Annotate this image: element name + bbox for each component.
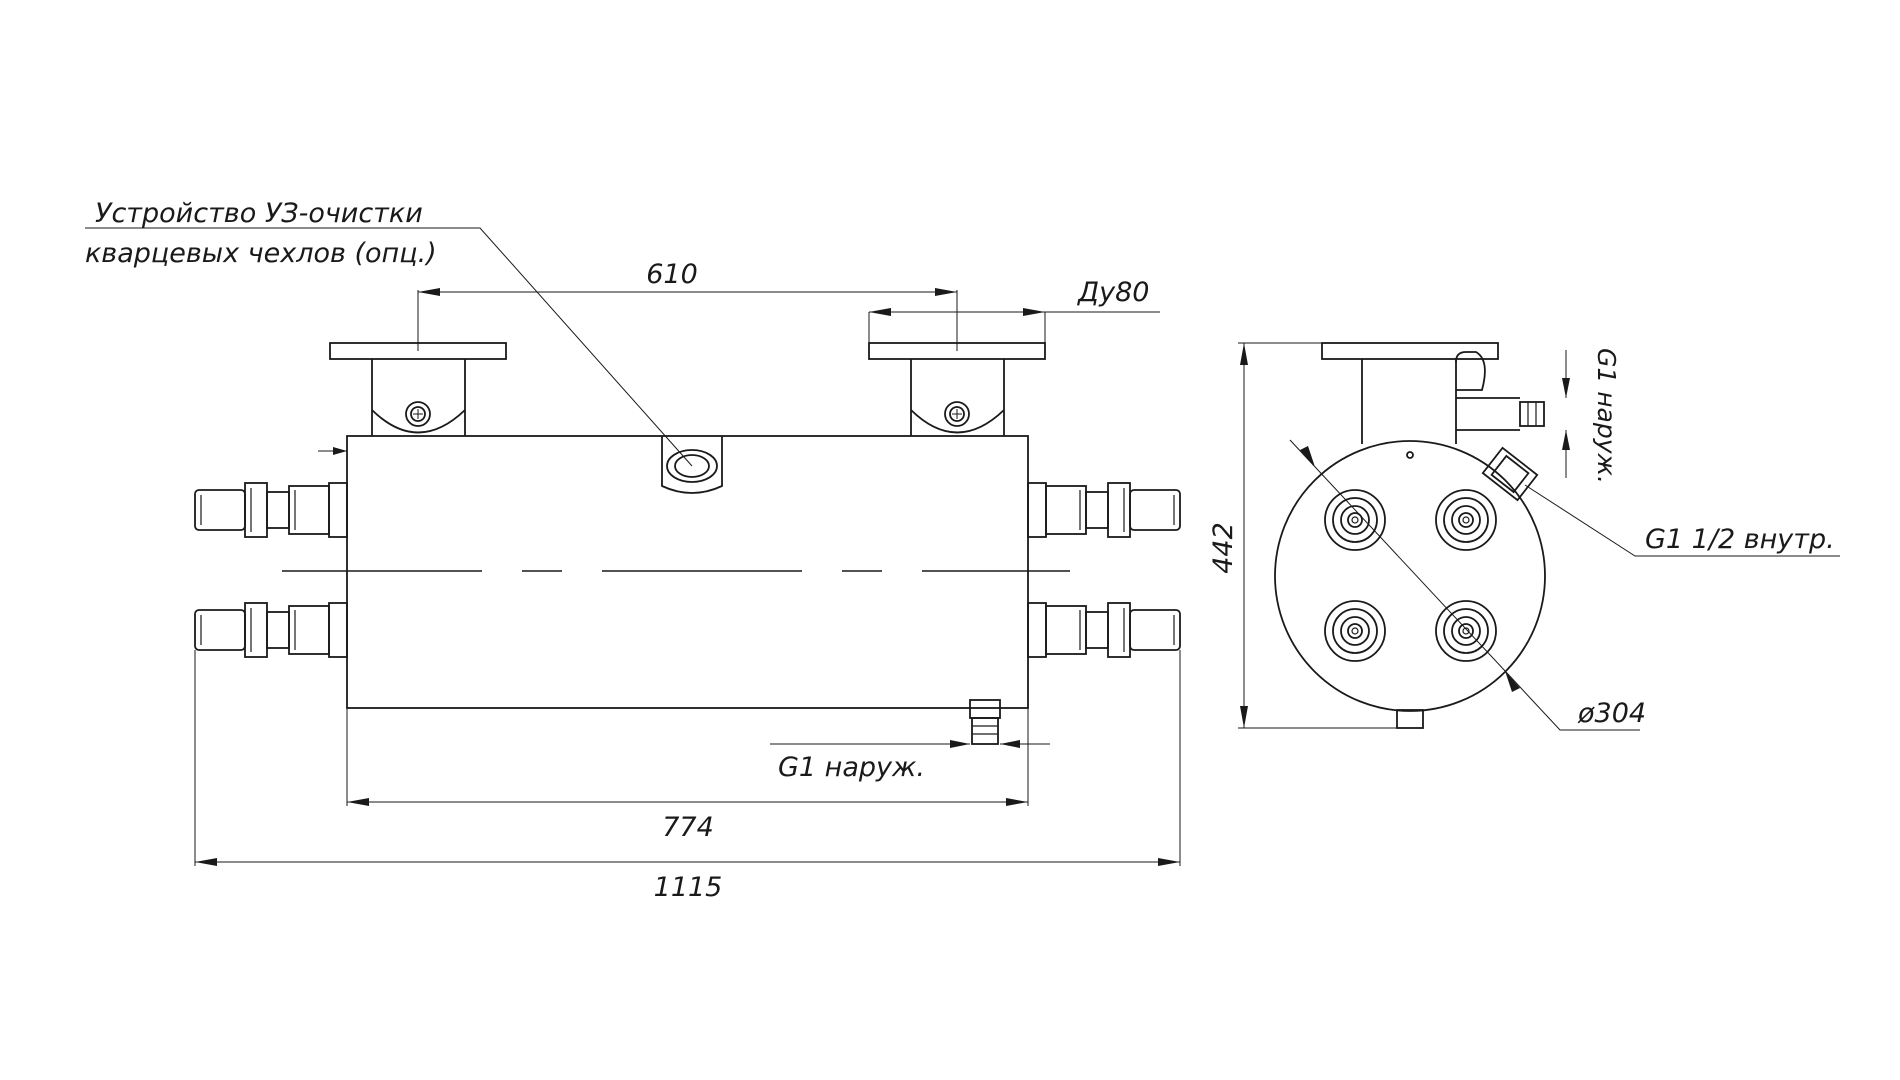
- ultrasonic-device-label-line1: Устройство УЗ-очистки: [95, 198, 423, 229]
- drain-fitting: [969, 699, 1001, 745]
- lamp-port-bottom-left: [1324, 600, 1386, 662]
- right-lamp-connector-bottom: [1027, 602, 1181, 658]
- dimension-774: 774: [346, 708, 1029, 843]
- lamp-port-top-left: [1324, 489, 1386, 551]
- dimension-774-label: 774: [662, 812, 714, 843]
- dimension-610-label: 610: [646, 259, 698, 290]
- end-view-drain: [1396, 709, 1424, 729]
- ultrasonic-port: [661, 436, 723, 494]
- flange-size-leader: Ду80: [868, 277, 1160, 343]
- dimension-442-label: 442: [1208, 522, 1239, 574]
- end-view-side-fitting: [1481, 446, 1539, 502]
- diameter-line: [1289, 439, 1640, 731]
- left-flange: [329, 342, 507, 436]
- end-view-top-fitting: [1455, 351, 1545, 431]
- dimension-1115: 1115: [194, 650, 1181, 903]
- dimension-442: 442: [1208, 342, 1410, 729]
- lamp-port-bottom-right: [1435, 600, 1497, 662]
- end-view-flange: [1321, 342, 1499, 444]
- right-flange: [868, 342, 1046, 436]
- dimension-610: 610: [417, 259, 958, 351]
- reactor-body: [346, 435, 1029, 709]
- ultrasonic-device-label-line2: кварцевых чехлов (опц.): [85, 238, 437, 269]
- right-lamp-connector-top: [1027, 482, 1181, 538]
- drain-thread-callout: G1 наруж.: [770, 740, 1050, 783]
- side-thread-leader: G1 1/2 внутр.: [1524, 484, 1840, 557]
- end-view: ø304 442 G1 наруж. G1 1/2 внутр.: [1208, 342, 1840, 731]
- flange-size-label: Ду80: [1077, 277, 1149, 308]
- left-lamp-connector-top: [194, 482, 348, 538]
- top-thread-label: G1 наруж.: [1592, 348, 1621, 484]
- drain-thread-label: G1 наруж.: [778, 752, 925, 783]
- front-view: 610 Ду80 Устройство УЗ-очистки кварцевых…: [85, 198, 1181, 903]
- lamp-port-top-right: [1435, 489, 1497, 551]
- diameter-label: ø304: [1577, 698, 1646, 729]
- side-thread-label: G1 1/2 внутр.: [1645, 524, 1835, 555]
- end-view-body: [1274, 440, 1546, 712]
- dimension-1115-label: 1115: [654, 872, 723, 903]
- ultrasonic-device-leader: Устройство УЗ-очистки кварцевых чехлов (…: [85, 198, 693, 467]
- top-thread-callout: G1 наруж.: [1562, 348, 1621, 484]
- left-lamp-connector-bottom: [194, 602, 348, 658]
